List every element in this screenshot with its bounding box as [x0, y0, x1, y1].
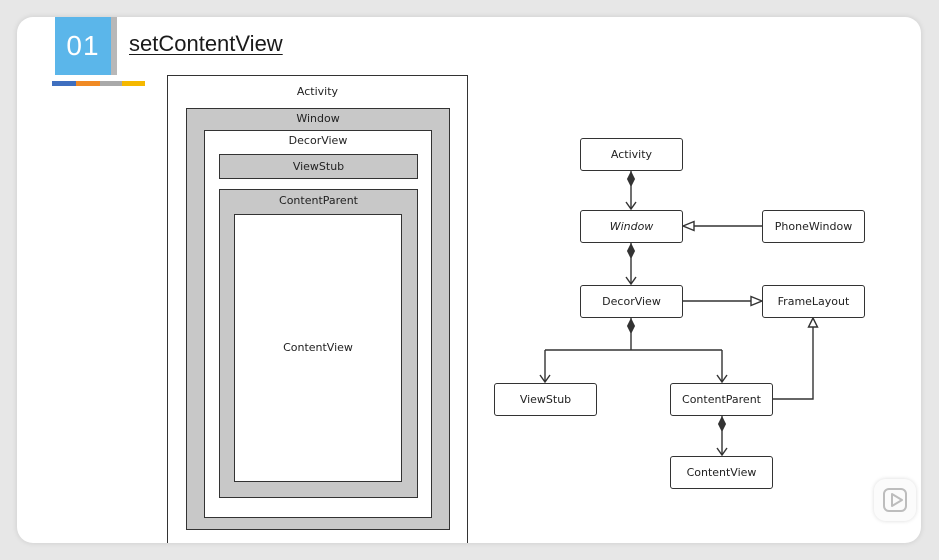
color-stripe-yellow: [122, 81, 145, 86]
color-stripe-blue: [52, 81, 76, 86]
uml-phonewindow: PhoneWindow: [762, 210, 865, 243]
play-button[interactable]: [874, 479, 916, 521]
triangle-framelayout-bottom: [807, 316, 819, 328]
diamond-decorview: [626, 317, 636, 335]
nest-window-label: Window: [296, 112, 340, 125]
nest-contentview-label: ContentView: [283, 341, 353, 354]
play-icon: [883, 488, 907, 512]
uml-edges: [539, 170, 819, 457]
color-stripe-orange: [76, 81, 100, 86]
uml-decorview: DecorView: [580, 285, 683, 318]
page-title: setContentView: [129, 31, 283, 56]
edge-contentparent-contentview-arrow: [716, 447, 728, 457]
nest-contentview: ContentView: [234, 214, 402, 482]
triangle-framelayout-left: [750, 295, 764, 307]
edge-branch-contentparent-arrow: [716, 374, 728, 384]
uml-contentview: ContentView: [670, 456, 773, 489]
diamond-activity: [626, 170, 636, 188]
uml-contentparent: ContentParent: [670, 383, 773, 416]
nest-contentparent-label: ContentParent: [279, 194, 358, 207]
nest-viewstub-label: ViewStub: [292, 160, 345, 173]
section-number-bar: [111, 17, 117, 75]
edge-contentparent-framelayout: [773, 327, 814, 400]
uml-activity: Activity: [580, 138, 683, 171]
color-stripe-gray: [100, 81, 122, 86]
edge-window-decorview-arrow: [625, 276, 637, 286]
edge-activity-window-arrow: [625, 201, 637, 211]
uml-viewstub: ViewStub: [494, 383, 597, 416]
nest-viewstub: ViewStub: [219, 154, 418, 179]
uml-framelayout: FrameLayout: [762, 285, 865, 318]
edge-branch-viewstub-arrow: [539, 374, 551, 384]
diamond-contentparent: [717, 415, 727, 433]
uml-window: Window: [580, 210, 683, 243]
triangle-window: [681, 220, 695, 232]
nest-decorview-label: DecorView: [288, 134, 348, 147]
nest-activity-label: Activity: [296, 85, 339, 98]
section-number-badge: 01: [55, 17, 111, 75]
slide: 01 setContentView Activity Window DecorV…: [17, 17, 921, 543]
diamond-window: [626, 242, 636, 260]
